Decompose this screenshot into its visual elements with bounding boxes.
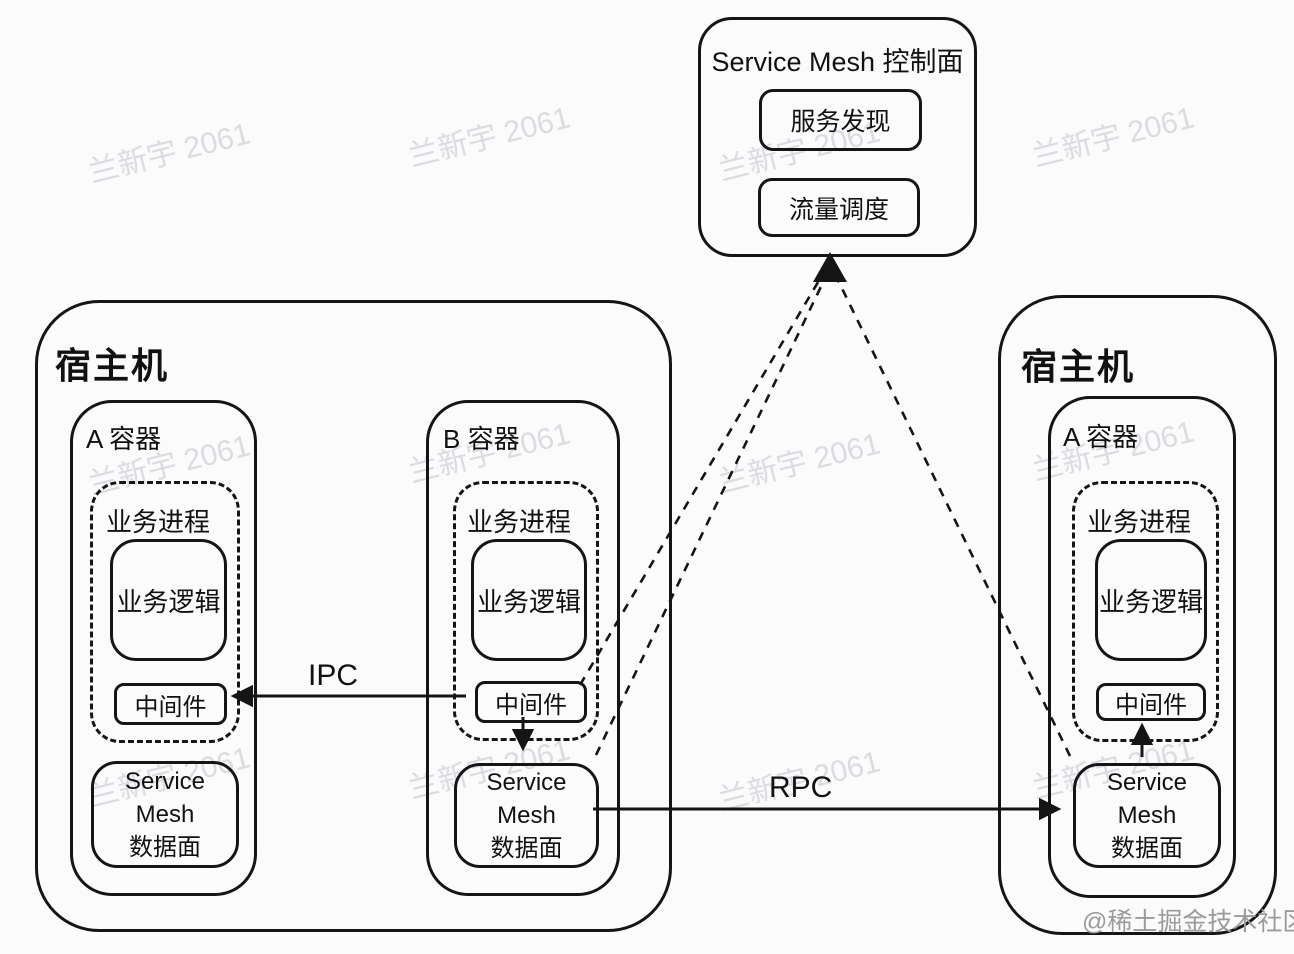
middleware-box: 中间件	[114, 683, 227, 725]
attribution-watermark: @稀土掘金技术社区	[1082, 908, 1294, 936]
control-plane-title: Service Mesh 控制面	[711, 47, 964, 77]
mesh-line: 数据面	[129, 834, 201, 862]
business-logic-label: 业务逻辑	[476, 586, 581, 617]
service-discovery-label: 服务发现	[790, 108, 891, 136]
service-discovery-box: 服务发现	[759, 89, 922, 151]
business-process-label: 业务进程	[106, 507, 211, 537]
business-process-box: 业务进程 业务逻辑 中间件	[453, 481, 599, 741]
business-logic-box: 业务逻辑	[471, 539, 587, 661]
mesh-line: 数据面	[490, 835, 563, 863]
host-left-box: 宿主机 A 容器 业务进程 业务逻辑 中间件 Service Mesh 数据面 …	[35, 300, 672, 932]
container-a-left-label: A 容器	[86, 424, 162, 454]
mesh-line: Service	[486, 768, 567, 796]
service-mesh-dataplane-box: Service Mesh 数据面	[454, 763, 599, 868]
mesh-line: Mesh	[497, 801, 556, 829]
business-process-label: 业务进程	[467, 507, 572, 537]
middleware-label: 中间件	[1115, 691, 1187, 719]
control-plane-box: Service Mesh 控制面 服务发现 流量调度	[698, 17, 977, 257]
traffic-scheduling-label: 流量调度	[788, 195, 889, 224]
container-a-right-label: A 容器	[1063, 422, 1139, 452]
mesh-line: Mesh	[135, 800, 195, 828]
ipc-label: IPC	[308, 659, 359, 692]
business-logic-box: 业务逻辑	[110, 539, 227, 661]
middleware-label: 中间件	[495, 691, 567, 719]
host-right-title: 宿主机	[1021, 346, 1136, 387]
container-a-right-box: A 容器 业务进程 业务逻辑 中间件 Service Mesh 数据面	[1048, 396, 1236, 898]
rpc-label: RPC	[769, 771, 833, 804]
traffic-scheduling-box: 流量调度	[758, 178, 920, 237]
business-logic-box: 业务逻辑	[1095, 539, 1207, 661]
mesh-line: 数据面	[1111, 835, 1183, 863]
watermark: 兰新宇 2061	[85, 117, 254, 190]
host-right-box: 宿主机 A 容器 业务进程 业务逻辑 中间件 Service Mesh 数据面	[998, 295, 1277, 935]
middleware-box: 中间件	[475, 681, 587, 723]
container-b-box: B 容器 业务进程 业务逻辑 中间件 Service Mesh 数据面	[426, 400, 620, 896]
watermark: 兰新宇 2061	[1029, 101, 1198, 174]
mesh-line: Service	[124, 767, 206, 795]
service-mesh-dataplane-box: Service Mesh 数据面	[1073, 763, 1221, 868]
watermark: 兰新宇 2061	[405, 101, 574, 174]
business-process-label: 业务进程	[1087, 507, 1192, 537]
business-logic-label: 业务逻辑	[116, 586, 221, 617]
mesh-line: Mesh	[1117, 801, 1177, 829]
service-mesh-dataplane-box: Service Mesh 数据面	[91, 761, 239, 868]
business-process-box: 业务进程 业务逻辑 中间件	[1072, 481, 1219, 742]
middleware-label: 中间件	[134, 693, 207, 721]
middleware-box: 中间件	[1096, 683, 1206, 721]
mesh-line: Service	[1106, 768, 1188, 796]
business-process-box: 业务进程 业务逻辑 中间件	[90, 481, 240, 743]
host-left-title: 宿主机	[55, 345, 170, 386]
container-b-label: B 容器	[443, 424, 520, 454]
container-a-left-box: A 容器 业务进程 业务逻辑 中间件 Service Mesh 数据面	[70, 400, 257, 896]
watermark: 兰新宇 2061	[715, 427, 884, 500]
business-logic-label: 业务逻辑	[1098, 586, 1203, 617]
